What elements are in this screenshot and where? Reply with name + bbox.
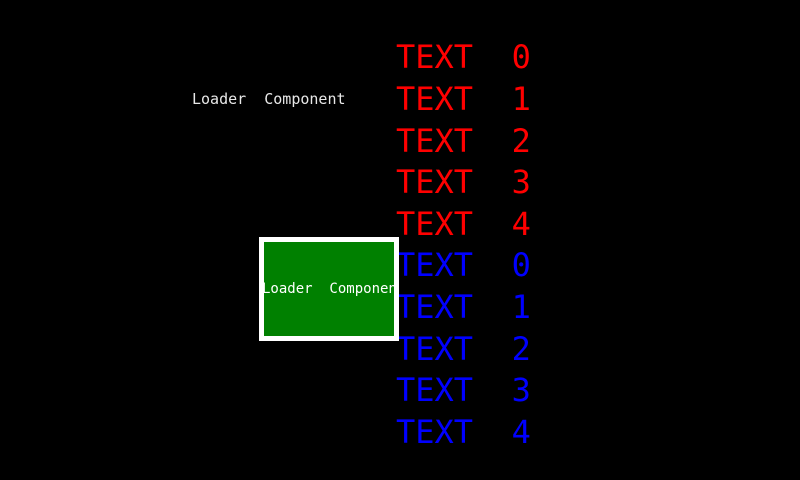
text-item[interactable]: TEXT 4 xyxy=(396,413,531,451)
text-item[interactable]: TEXT 0 xyxy=(396,246,531,284)
loader-component-label-top: Loader Component xyxy=(192,90,346,108)
loader-component-box-label: Loader Component xyxy=(262,281,399,297)
text-item[interactable]: TEXT 2 xyxy=(396,330,531,368)
text-item[interactable]: TEXT 3 xyxy=(396,371,531,409)
text-item[interactable]: TEXT 0 xyxy=(396,38,531,76)
loader-component-box[interactable]: Loader Component xyxy=(259,237,399,341)
text-item[interactable]: TEXT 1 xyxy=(396,80,531,118)
text-item[interactable]: TEXT 4 xyxy=(396,205,531,243)
text-item[interactable]: TEXT 1 xyxy=(396,288,531,326)
text-item[interactable]: TEXT 2 xyxy=(396,122,531,160)
text-item[interactable]: TEXT 3 xyxy=(396,163,531,201)
